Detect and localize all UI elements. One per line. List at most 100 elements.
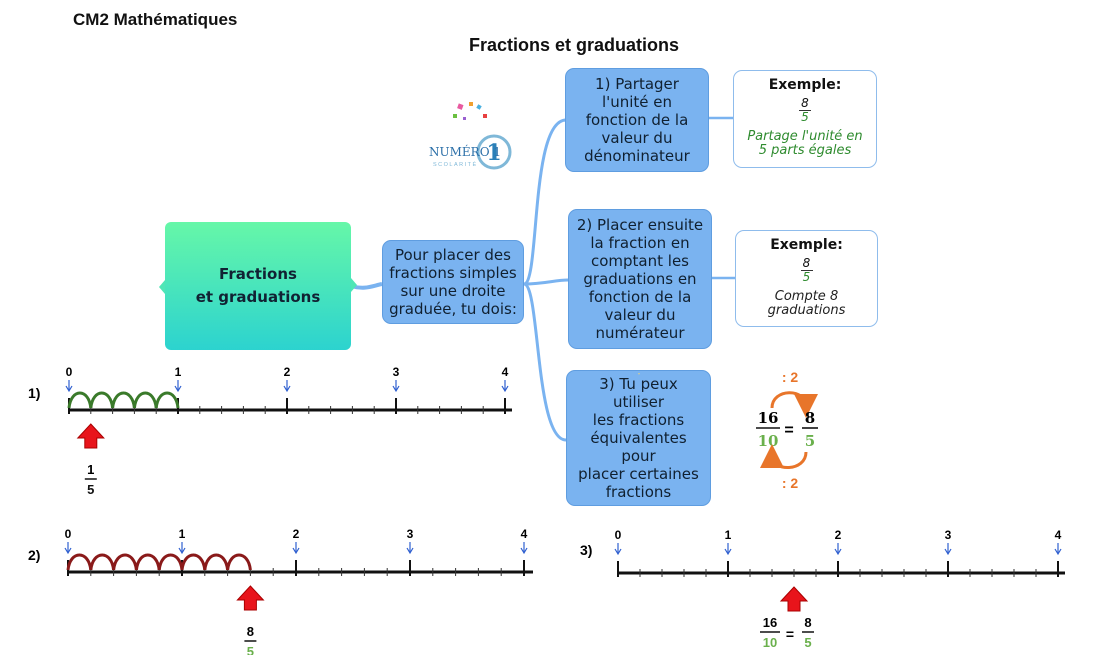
number-line-label: 2)	[28, 547, 40, 563]
central-node-notch-left	[159, 280, 165, 294]
step-line: 1) Partager	[595, 75, 679, 93]
intro-line: fractions simples	[389, 264, 517, 282]
numero1-logo: 1 NUMÉRO 1 SCOLARITÉ	[425, 100, 515, 180]
eq-bottom-label: : 2	[782, 475, 799, 491]
answer-right-numerator: 8	[804, 615, 811, 630]
tick-down-arrow-icon	[614, 543, 622, 556]
tick-label: 3	[393, 365, 400, 379]
tick-label: 0	[65, 527, 72, 541]
step-line: 3) Tu peux utiliser	[599, 375, 678, 411]
step-line: fractions	[605, 483, 672, 501]
jump-arc	[67, 391, 93, 409]
tick-label: 1	[175, 365, 182, 379]
example-heading: Exemple:	[768, 77, 842, 93]
step-3-node: 3) Tu peux utiliser les fractions équiva…	[566, 370, 711, 506]
tick-label: 4	[1055, 528, 1062, 542]
eq-equals: =	[784, 422, 793, 439]
step-line: fonction de la	[588, 288, 692, 306]
tick-down-arrow-icon	[944, 543, 952, 556]
tick-down-arrow-icon	[1054, 543, 1062, 556]
step-line: fonction de la	[585, 111, 689, 129]
jump-arc	[157, 553, 184, 571]
example-fraction: 8 5	[736, 257, 877, 284]
jump-arc	[132, 391, 158, 409]
eq-top-arrow	[770, 391, 818, 418]
answer-left-denominator: 10	[763, 635, 777, 650]
tick-down-arrow-icon	[724, 543, 732, 556]
jump-arc	[66, 553, 93, 571]
example-desc-line: graduations	[767, 303, 846, 318]
example-description: Partage l'unité en 5 parts égales	[734, 130, 876, 158]
example-denominator: 5	[800, 270, 813, 284]
intro-line: graduée, tu dois:	[389, 300, 517, 318]
red-arrow-icon	[236, 585, 265, 611]
logo-name: NUMÉRO 1	[429, 144, 501, 159]
intro-line: Pour placer des	[394, 246, 511, 264]
tick-label: 0	[66, 365, 73, 379]
step-1-node: 1) Partager l'unité en fonction de la va…	[565, 68, 709, 172]
example-heading: Exemple:	[770, 237, 843, 253]
tick-label: 3	[407, 527, 414, 541]
step-line: la fraction en	[590, 234, 690, 252]
jump-arc	[89, 391, 115, 409]
eq-left-num: 16	[758, 409, 779, 427]
central-node-line2: et graduations	[195, 288, 321, 306]
answer-numerator: 8	[247, 624, 254, 639]
tick-label: 0	[615, 528, 622, 542]
step-line: équivalentes pour	[590, 429, 687, 465]
eq-top-label: : 2	[782, 370, 799, 385]
number-line-label: 1)	[28, 385, 40, 401]
example-1-box: Exemple: 8 5 Partage l'unité en 5 parts …	[733, 70, 877, 168]
jump-arc	[154, 391, 180, 409]
example-denominator: 5	[799, 110, 811, 124]
eq-right-num: 8	[805, 409, 815, 427]
example-desc-line: Compte 8	[774, 289, 839, 304]
equivalence-diagram: : 2 16 10 = 8 5 : 2	[756, 370, 818, 491]
tick-down-arrow-icon	[283, 380, 291, 393]
step-line: les fractions	[592, 411, 685, 429]
tick-down-arrow-icon	[520, 542, 528, 555]
example-numerator: 8	[801, 96, 809, 110]
answer-left-numerator: 16	[763, 615, 777, 630]
step-line: valeur du	[604, 306, 676, 324]
tick-down-arrow-icon	[834, 543, 842, 556]
central-node-notch-right	[351, 278, 357, 292]
answer-right-denominator: 5	[804, 635, 811, 650]
tick-label: 2	[293, 527, 300, 541]
tick-label: 1	[725, 528, 732, 542]
jump-arc	[134, 553, 161, 571]
intro-node: Pour placer des fractions simples sur un…	[382, 240, 524, 324]
logo-tagline: SCOLARITÉ	[433, 161, 478, 168]
tick-label: 4	[502, 365, 509, 379]
jump-arc	[180, 553, 207, 571]
example-fraction: 8 5	[734, 97, 876, 124]
central-node: Fractions et graduations	[159, 222, 357, 350]
step-line: l'unité en	[601, 93, 673, 111]
example-2-box: Exemple: 8 5 Compte 8 graduations	[735, 230, 878, 327]
step-line: graduations en	[583, 270, 697, 288]
jump-arc	[226, 553, 252, 571]
example-description: Compte 8 graduations	[736, 290, 877, 318]
tick-down-arrow-icon	[178, 542, 186, 555]
tick-down-arrow-icon	[174, 380, 182, 393]
central-node-line1: Fractions	[219, 265, 297, 283]
tick-label: 3	[945, 528, 952, 542]
step-2-node: 2) Placer ensuite la fraction en comptan…	[568, 209, 712, 349]
tick-label: 1	[179, 527, 186, 541]
step-line: numérateur	[595, 324, 685, 342]
example-desc-line: Partage l'unité en	[747, 129, 863, 144]
answer-numerator: 1	[87, 462, 94, 477]
step-line: comptant les	[590, 252, 689, 270]
tick-label: 2	[284, 365, 291, 379]
tick-down-arrow-icon	[501, 380, 509, 393]
jump-arc	[112, 553, 138, 571]
jump-arc	[203, 553, 230, 571]
red-arrow-icon	[779, 586, 809, 612]
tick-label: 2	[835, 528, 842, 542]
example-desc-line: 5 parts égales	[758, 143, 852, 158]
lightbulb-icon	[637, 373, 640, 375]
eq-bottom-arrow	[760, 444, 808, 469]
step-line: dénominateur	[584, 147, 690, 165]
